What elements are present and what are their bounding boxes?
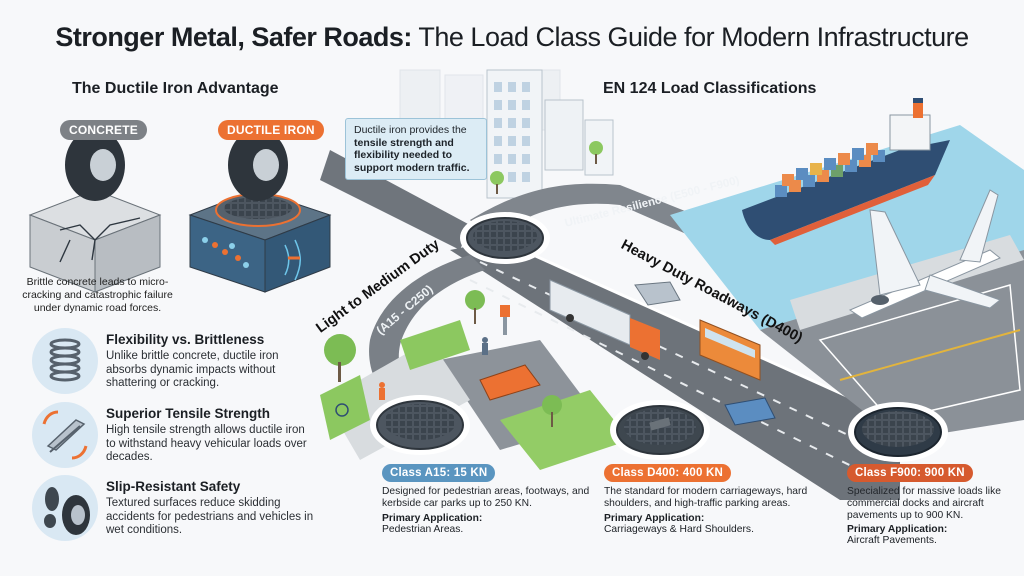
class-description: Specialized for massive loads like comme… bbox=[847, 486, 1001, 521]
class-card-a15: Class A15: 15 KN Designed for pedestrian… bbox=[382, 463, 592, 535]
class-description: Designed for pedestrian areas, footways,… bbox=[382, 486, 590, 509]
class-card-d400: Class D400: 400 KN The standard for mode… bbox=[604, 463, 814, 535]
feature-heading: Flexibility vs. Brittleness bbox=[106, 332, 265, 347]
concrete-badge: CONCRETE bbox=[60, 120, 147, 140]
application-value: Aircraft Pavements. bbox=[847, 535, 937, 547]
truck-icon bbox=[549, 279, 660, 360]
vehicles bbox=[479, 279, 776, 426]
airplane-icon bbox=[848, 189, 1002, 319]
concrete-caption: Brittle concrete leads to micro-cracking… bbox=[22, 276, 173, 314]
ductile-iron-callout: Ductile iron provides the tensile streng… bbox=[345, 118, 487, 180]
i-beam-icon bbox=[32, 402, 98, 468]
feature-heading: Superior Tensile Strength bbox=[106, 406, 271, 421]
manhole-cover-top bbox=[460, 212, 550, 264]
ductile-iron-block-illustration bbox=[188, 129, 332, 293]
concrete-block-illustration bbox=[28, 129, 162, 293]
feature-heading: Slip-Resistant Safety bbox=[106, 479, 241, 494]
application-value: Pedestrian Areas. bbox=[382, 523, 464, 535]
city-buildings bbox=[486, 69, 614, 199]
callout-bold: tensile strength and flexibility needed … bbox=[354, 136, 470, 174]
blue-car-icon bbox=[724, 397, 776, 426]
hatchback-icon bbox=[479, 364, 541, 401]
application-value: Carriageways & Hard Shoulders. bbox=[604, 523, 754, 535]
right-panel-heading: EN 124 Load Classifications bbox=[603, 80, 817, 97]
application-label: Primary Application: bbox=[382, 512, 483, 524]
title-bold: Stronger Metal, Safer Roads: bbox=[55, 22, 412, 52]
manhole-cover-d400 bbox=[610, 400, 710, 460]
page-title: Stronger Metal, Safer Roads: The Load Cl… bbox=[0, 22, 1024, 53]
feature-text: High tensile strength allows ductile iro… bbox=[106, 424, 307, 463]
left-panel-heading: The Ductile Iron Advantage bbox=[72, 80, 279, 97]
bus-icon bbox=[699, 319, 761, 381]
boot-tire-tread-icon bbox=[32, 475, 98, 541]
ductile-iron-badge: DUCTILE IRON bbox=[218, 120, 324, 140]
class-badge: Class A15: 15 KN bbox=[382, 464, 496, 482]
cargo-ship-icon bbox=[742, 98, 950, 245]
sedan-icon bbox=[634, 281, 681, 306]
manhole-cover-f900 bbox=[848, 402, 948, 462]
feature-flexibility: Flexibility vs. Brittleness Unlike britt… bbox=[32, 328, 312, 398]
manhole-cover-a15 bbox=[370, 395, 470, 455]
spring-icon bbox=[32, 328, 98, 394]
application-label: Primary Application: bbox=[847, 524, 948, 536]
feature-text: Unlike brittle concrete, ductile iron ab… bbox=[106, 350, 279, 389]
callout-plain: Ductile iron provides the bbox=[354, 124, 467, 136]
application-label: Primary Application: bbox=[604, 512, 705, 524]
class-description: The standard for modern carriageways, ha… bbox=[604, 486, 808, 509]
class-card-f900: Class F900: 900 KN Specialized for massi… bbox=[847, 463, 1017, 546]
class-badge: Class F900: 900 KN bbox=[847, 464, 973, 482]
feature-text: Textured surfaces reduce skidding accide… bbox=[106, 497, 314, 536]
class-badge: Class D400: 400 KN bbox=[604, 464, 731, 482]
feature-slip-resistant: Slip-Resistant Safety Textured surfaces … bbox=[32, 475, 313, 545]
feature-tensile-strength: Superior Tensile Strength High tensile s… bbox=[32, 402, 312, 472]
title-light: The Load Class Guide for Modern Infrastr… bbox=[411, 22, 969, 52]
trees-and-pedestrians bbox=[324, 290, 562, 427]
